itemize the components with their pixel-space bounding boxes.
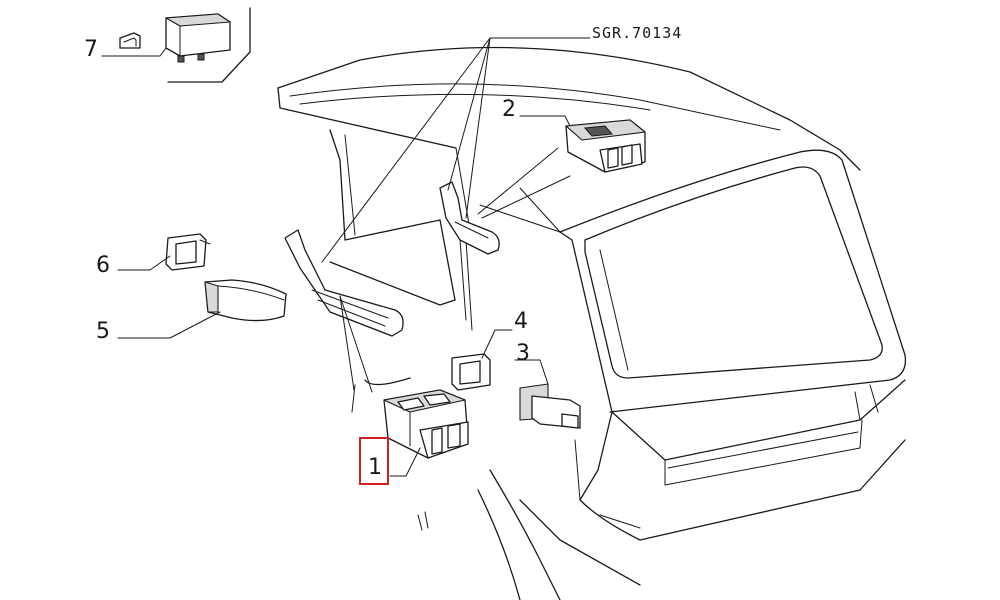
part-6-bezel: [165, 233, 211, 271]
part-1-switch: [383, 389, 469, 459]
part-7-relay: [165, 7, 251, 83]
part-5-trim: [204, 279, 287, 322]
callout-label-7: 7: [84, 37, 98, 62]
callout-label-5: 5: [96, 319, 110, 344]
part-4-bezel: [451, 353, 491, 391]
interior-trim-panel-lower: [284, 229, 404, 337]
reference-code-label: SGR.70134: [592, 24, 682, 42]
callout-label-4: 4: [514, 309, 528, 334]
window-icon: [119, 32, 141, 49]
car-body-outline: [277, 46, 907, 600]
interior-trim-panel-upper: [439, 181, 500, 255]
callout-label-3: 3: [516, 341, 530, 366]
callout-label-6: 6: [96, 253, 110, 278]
callout-label-1: 1: [368, 455, 382, 480]
part-3-plug: [519, 383, 581, 429]
callout-highlight-box: [359, 437, 389, 485]
leader-lines: [101, 37, 591, 477]
part-2-switch: [565, 119, 646, 173]
callout-label-2: 2: [502, 97, 516, 122]
